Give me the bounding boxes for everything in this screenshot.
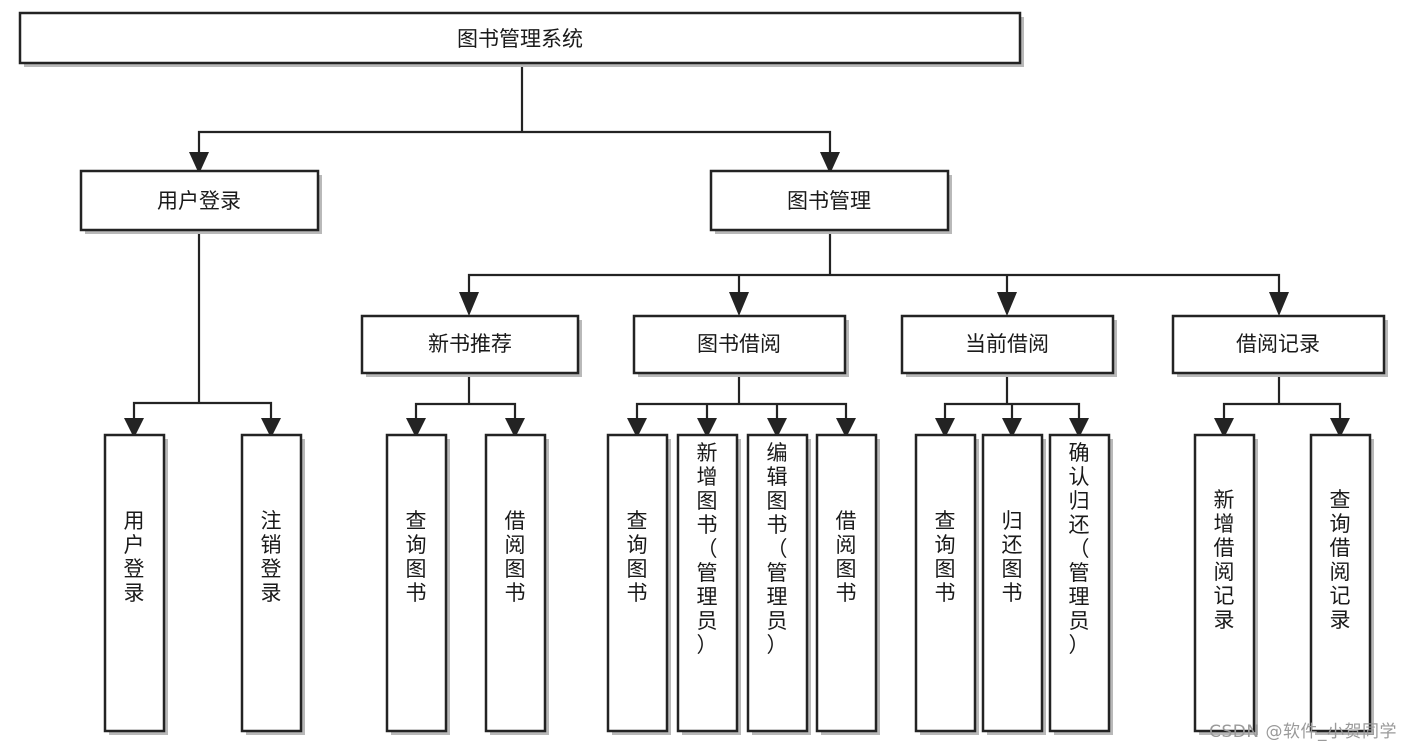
node-rect bbox=[1309, 433, 1372, 733]
node-borrow-record[interactable]: 借阅记录 bbox=[1171, 314, 1388, 377]
edge-borrowrecord-trunk bbox=[1222, 373, 1342, 420]
arrowhead-icon bbox=[1330, 418, 1350, 438]
node-label: 新增借阅记录 bbox=[1214, 488, 1235, 632]
node-label: 用户登录 bbox=[157, 189, 241, 213]
arrowhead-icon bbox=[1069, 418, 1089, 438]
node-rect bbox=[360, 314, 580, 375]
arrowhead-icon bbox=[124, 418, 144, 438]
node-rect bbox=[484, 433, 547, 733]
node-rect bbox=[914, 433, 977, 733]
node-root[interactable]: 图书管理系统 bbox=[18, 11, 1024, 67]
node-label: 借阅图书 bbox=[505, 509, 526, 605]
node-book-borrow[interactable]: 图书借阅 bbox=[632, 314, 849, 377]
node-label: 新书推荐 bbox=[428, 332, 512, 356]
node-leaf-add-borrow-record[interactable]: 新增借阅记录 bbox=[1193, 433, 1258, 735]
node-label: 编辑图书（管理员） bbox=[767, 441, 788, 657]
arrowhead-layer bbox=[124, 152, 1350, 438]
arrowhead-icon bbox=[997, 292, 1017, 316]
node-rect bbox=[606, 433, 669, 733]
node-leaf-edit-book-admin[interactable]: 编辑图书（管理员） bbox=[746, 433, 811, 735]
arrowhead-icon bbox=[261, 418, 281, 438]
arrowhead-icon bbox=[1214, 418, 1234, 438]
node-rect bbox=[1171, 314, 1386, 375]
node-rect bbox=[18, 11, 1022, 65]
node-current-borrow[interactable]: 当前借阅 bbox=[900, 314, 1117, 377]
edge-layer bbox=[132, 64, 1342, 420]
node-leaf-user-logout[interactable]: 注销登录 bbox=[240, 433, 305, 735]
node-rect bbox=[900, 314, 1115, 375]
node-rect bbox=[1193, 433, 1256, 733]
node-label: 查询借阅记录 bbox=[1330, 488, 1351, 632]
arrowhead-icon bbox=[935, 418, 955, 438]
node-user-login[interactable]: 用户登录 bbox=[79, 169, 322, 234]
arrowhead-icon bbox=[729, 292, 749, 316]
node-leaf-borrow-book[interactable]: 借阅图书 bbox=[815, 433, 880, 735]
node-leaf-cur-query-book[interactable]: 查询图书 bbox=[914, 433, 979, 735]
arrowhead-icon bbox=[189, 152, 209, 174]
edge-bookborrow-trunk bbox=[635, 373, 848, 420]
node-leaf-query-borrow-record[interactable]: 查询借阅记录 bbox=[1309, 433, 1374, 735]
arrowhead-icon bbox=[836, 418, 856, 438]
node-rect bbox=[103, 433, 166, 733]
node-label: 图书管理系统 bbox=[457, 27, 583, 51]
arrowhead-icon bbox=[697, 418, 717, 438]
node-label: 图书借阅 bbox=[697, 332, 781, 356]
node-leaf-user-login[interactable]: 用户登录 bbox=[103, 433, 168, 735]
node-book-manage[interactable]: 图书管理 bbox=[709, 169, 952, 234]
node-label: 图书管理 bbox=[787, 189, 871, 213]
node-new-book-recommend[interactable]: 新书推荐 bbox=[360, 314, 582, 377]
node-label: 查询图书 bbox=[935, 509, 956, 605]
node-label: 归还图书 bbox=[1002, 509, 1023, 605]
arrowhead-icon bbox=[627, 418, 647, 438]
edge-userlogin-trunk bbox=[132, 231, 273, 420]
edge-currentborrow-trunk bbox=[943, 373, 1081, 420]
node-label: 新增图书（管理员） bbox=[697, 441, 718, 657]
node-rect bbox=[709, 169, 950, 232]
node-label: 查询图书 bbox=[406, 509, 427, 605]
node-leaf-borrow-query-book[interactable]: 查询图书 bbox=[606, 433, 671, 735]
arrowhead-icon bbox=[459, 292, 479, 316]
arrowhead-icon bbox=[820, 152, 840, 174]
node-leaf-rec-query-book[interactable]: 查询图书 bbox=[385, 433, 450, 735]
node-rect bbox=[79, 169, 320, 232]
edge-root-trunk bbox=[197, 64, 832, 154]
arrowhead-icon bbox=[505, 418, 525, 438]
node-rect bbox=[746, 433, 809, 733]
node-label: 借阅图书 bbox=[836, 509, 857, 605]
edge-bookmanage-trunk bbox=[467, 231, 1281, 294]
node-leaf-add-book-admin[interactable]: 新增图书（管理员） bbox=[676, 433, 741, 735]
node-label: 当前借阅 bbox=[965, 332, 1049, 356]
arrowhead-icon bbox=[767, 418, 787, 438]
node-rect bbox=[240, 433, 303, 733]
node-label: 注销登录 bbox=[261, 509, 282, 605]
arrowhead-icon bbox=[406, 418, 426, 438]
node-leaf-rec-borrow-book[interactable]: 借阅图书 bbox=[484, 433, 549, 735]
node-rect bbox=[981, 433, 1044, 733]
node-label: 确认归还（管理员） bbox=[1069, 441, 1090, 657]
node-leaf-return-book[interactable]: 归还图书 bbox=[981, 433, 1046, 735]
node-rect bbox=[1048, 433, 1111, 733]
node-rect bbox=[676, 433, 739, 733]
node-label: 查询图书 bbox=[627, 509, 648, 605]
node-rect bbox=[632, 314, 847, 375]
node-leaf-confirm-return-admin[interactable]: 确认归还（管理员） bbox=[1048, 433, 1113, 735]
node-label: 用户登录 bbox=[124, 509, 145, 605]
arrowhead-icon bbox=[1002, 418, 1022, 438]
arrowhead-icon bbox=[1269, 292, 1289, 316]
edge-newbook-trunk bbox=[414, 373, 517, 420]
node-label: 借阅记录 bbox=[1236, 332, 1320, 356]
node-rect bbox=[815, 433, 878, 733]
node-rect bbox=[385, 433, 448, 733]
